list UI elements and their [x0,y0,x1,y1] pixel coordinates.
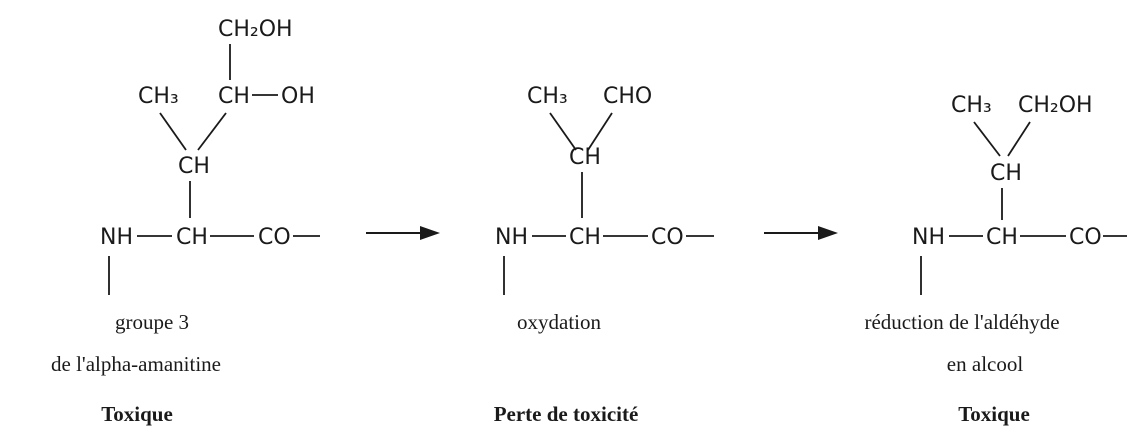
s3-nh-label: NH [912,225,945,250]
s1-ch3-label: CH₃ [138,84,179,109]
reaction-arrow-2 [764,226,838,240]
s1-alpha-ch-label: CH [176,225,208,250]
s2-caption-line-1: oxydation [517,310,601,334]
s2-bond-cho [587,112,613,151]
structure-1: CH₂OH CH₃ CH OH CH NH CH CO groupe 3 de … [51,17,320,426]
s1-ch2oh-label: CH₂OH [218,17,293,42]
s1-nh-label: NH [100,225,133,250]
s1-oh-label: OH [281,84,315,109]
s3-ch-label: CH [990,161,1022,186]
s2-ch-label: CH [569,145,601,170]
s3-bond-ch2oh [1007,121,1031,157]
structure-2: CH₃ CHO CH NH CH CO oxydation Perte de t… [494,84,714,426]
s2-nh-label: NH [495,225,528,250]
s2-alpha-ch-label: CH [569,225,601,250]
s3-ch2oh-label: CH₂OH [1018,93,1093,118]
s1-caption-line-1: groupe 3 [115,310,189,334]
s1-caption-line-2: de l'alpha-amanitine [51,352,221,376]
s3-caption-line-1: réduction de l'aldéhyde [864,310,1059,334]
s3-ch3-label: CH₃ [951,93,992,118]
s2-cho-label: CHO [603,84,652,109]
s2-co-label: CO [651,225,684,250]
s2-verdict: Perte de toxicité [494,402,639,426]
s1-choh-label: CH [218,84,250,109]
s3-bond-ch3 [973,121,1001,157]
s3-caption-line-2: en alcool [947,352,1024,376]
structure-3: CH₃ CH₂OH CH NH CH CO réduction de l'ald… [864,93,1127,426]
s2-ch3-label: CH₃ [527,84,568,109]
s1-verdict: Toxique [101,402,173,426]
s1-ch-label: CH [178,154,210,179]
s1-bond-choh [197,112,227,151]
s1-bond-ch3 [159,112,187,151]
reaction-arrow-1 [366,226,440,240]
s3-co-label: CO [1069,225,1102,250]
s1-co-label: CO [258,225,291,250]
s2-bond-ch3 [549,112,577,151]
s3-alpha-ch-label: CH [986,225,1018,250]
s3-verdict: Toxique [958,402,1030,426]
